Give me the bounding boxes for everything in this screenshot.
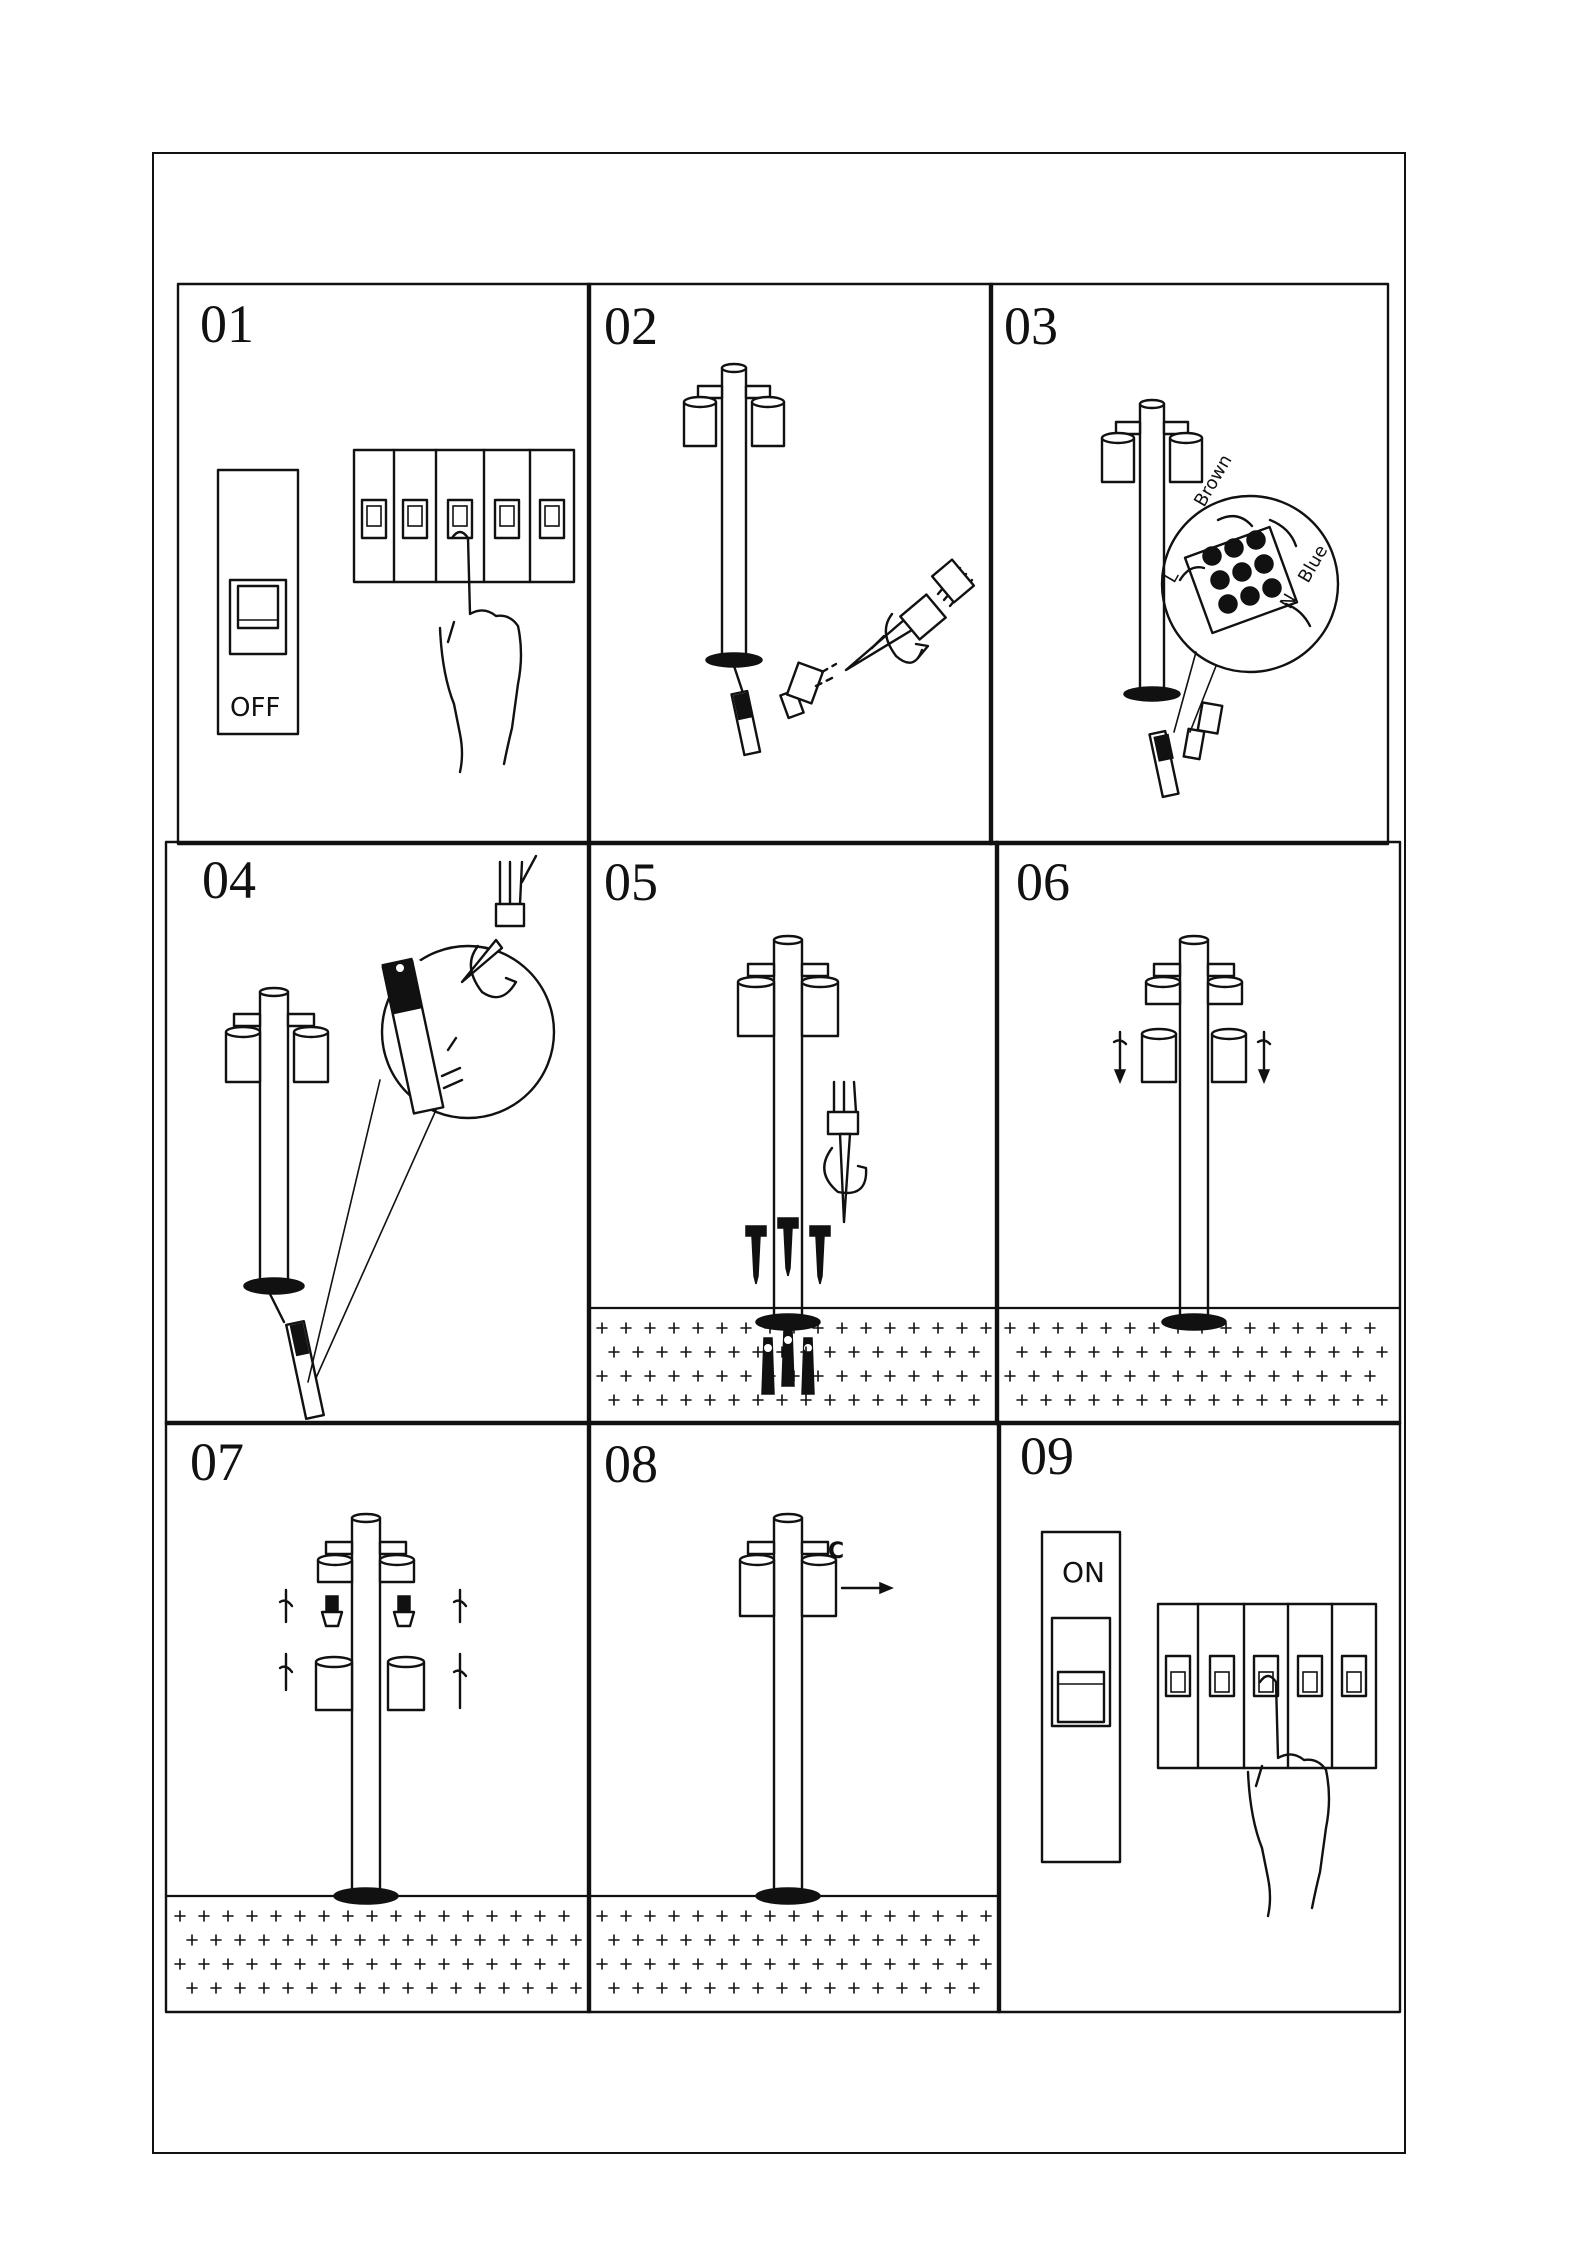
step-07-panel: 07 [166, 1422, 590, 2012]
bollard-lamp-icon [740, 1514, 836, 1904]
switch-label: OFF [230, 693, 280, 723]
arrow-right-icon [842, 1583, 892, 1593]
step-06-panel: 06 [996, 842, 1400, 1424]
step-01-panel: 01 OFF [178, 284, 590, 844]
wall-plug-icon [762, 1330, 814, 1394]
bollard-lamp-icon [226, 988, 328, 1294]
step-09-panel: 09 ON [998, 1422, 1400, 2012]
step-05-panel: 05 [588, 842, 998, 1424]
step-number: 06 [1016, 852, 1070, 912]
junction-box-icon [270, 1080, 436, 1419]
switch-label: ON [1062, 1556, 1105, 1589]
panel-border [178, 284, 590, 844]
screwdriver-icon [846, 560, 974, 670]
step-number: 03 [1004, 296, 1058, 356]
wiring-detail-icon: Brown Blue L N [1160, 451, 1338, 732]
ground-icon [166, 1896, 590, 1993]
step-08-panel: 08 C [588, 1422, 1000, 2012]
ground-icon [588, 1896, 1000, 1993]
screw-icon [746, 1218, 830, 1284]
panel-border [588, 284, 992, 844]
junction-box-icon [732, 663, 836, 755]
wire-label-blue: Blue [1294, 541, 1332, 586]
adjust-annotation: C [828, 1539, 844, 1564]
step-number: 05 [604, 852, 658, 912]
bollard-lamp-icon [1102, 400, 1202, 701]
breaker-switch-icon: ON [1042, 1532, 1120, 1862]
breaker-panel-icon [354, 450, 574, 582]
step-number: 01 [200, 294, 254, 354]
screwdriver-icon [824, 1082, 866, 1222]
hand-icon [440, 532, 521, 772]
step-number: 02 [604, 296, 658, 356]
step-02-panel: 02 [588, 284, 992, 844]
step-number: 07 [190, 1432, 244, 1492]
step-number: 08 [604, 1434, 658, 1494]
panel-border [166, 842, 590, 1424]
bollard-lamp-icon [684, 364, 784, 667]
detail-zoom-icon [382, 856, 554, 1118]
bollard-lamp-icon [1142, 936, 1246, 1330]
step-03-panel: 03 Brown Blue L N [990, 284, 1388, 844]
breaker-panel-icon [1158, 1604, 1376, 1768]
step-04-panel: 04 [166, 842, 590, 1424]
step-number: 09 [1020, 1426, 1074, 1486]
breaker-switch-icon: OFF [218, 470, 298, 734]
step-number: 04 [202, 850, 256, 910]
junction-box-icon [1150, 702, 1223, 796]
